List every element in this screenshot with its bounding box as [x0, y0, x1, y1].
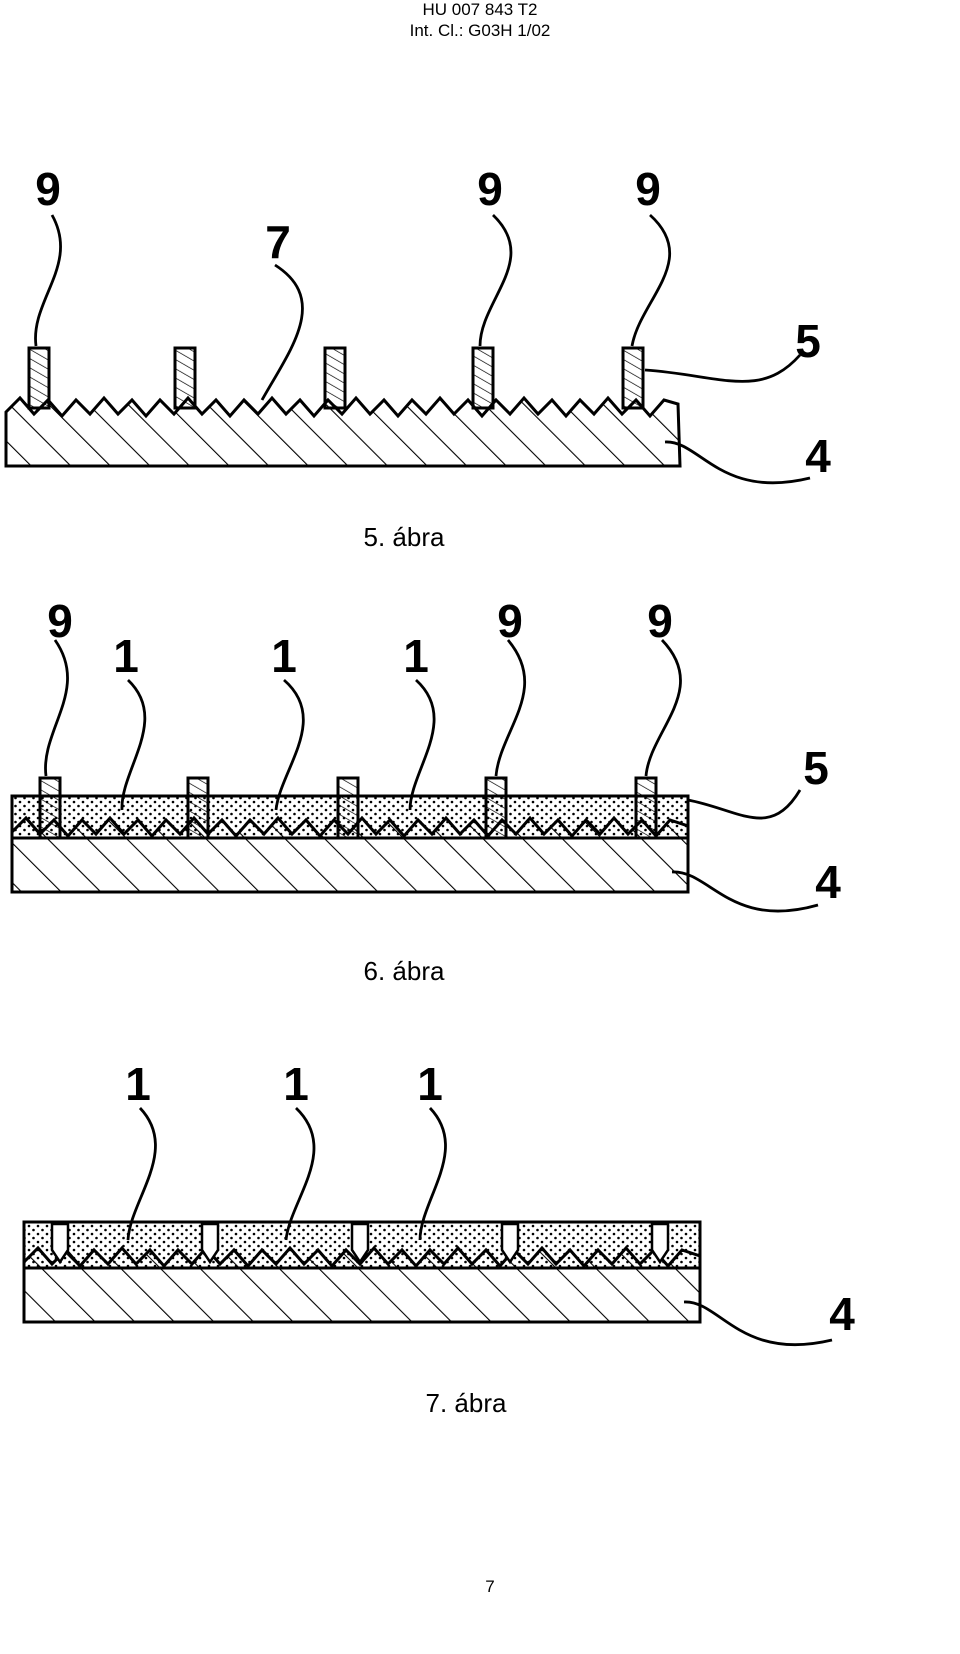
leader-line: [494, 639, 527, 777]
leader-line: [284, 1106, 316, 1241]
label-9: 9: [497, 595, 523, 647]
leader-line: [120, 678, 147, 811]
void: [200, 1222, 220, 1265]
pin: [471, 346, 495, 410]
label-7: 7: [265, 216, 291, 268]
label-1: 1: [271, 630, 297, 682]
figure-7: 1 1 1 4 7. ábra: [22, 1058, 855, 1418]
pin: [634, 776, 658, 840]
pin: [323, 346, 347, 410]
pin: [173, 346, 197, 410]
substrate-4: [4, 395, 682, 468]
leader-line: [687, 789, 802, 820]
leader-line: [683, 1300, 833, 1347]
page-number: 7: [485, 1577, 494, 1596]
void: [350, 1222, 370, 1265]
document-number: HU 007 843 T2: [422, 0, 538, 19]
pin: [27, 346, 51, 410]
leader-line: [44, 639, 69, 777]
label-5: 5: [803, 742, 829, 794]
label-9: 9: [635, 163, 661, 215]
substrate-4: [10, 815, 690, 894]
substrate-4: [22, 1245, 702, 1324]
label-9: 9: [477, 163, 503, 215]
label-4: 4: [829, 1288, 855, 1340]
void: [500, 1222, 520, 1265]
label-9: 9: [47, 595, 73, 647]
pin: [186, 776, 210, 840]
void: [50, 1222, 70, 1265]
leader-line: [644, 354, 802, 383]
pin: [621, 346, 645, 410]
label-4: 4: [805, 430, 831, 482]
figure-caption: 5. ábra: [364, 522, 445, 552]
leader-line: [664, 440, 811, 485]
figure-caption: 6. ábra: [364, 956, 445, 986]
pin: [336, 776, 360, 840]
figure-caption: 7. ábra: [426, 1388, 507, 1418]
pin: [38, 776, 62, 840]
leader-line: [34, 214, 62, 347]
classification-code: Int. Cl.: G03H 1/02: [409, 21, 551, 40]
leader-line: [644, 639, 682, 777]
leader-line: [126, 1107, 157, 1241]
label-1: 1: [403, 630, 429, 682]
label-1: 1: [125, 1058, 151, 1110]
label-9: 9: [35, 163, 61, 215]
leader-line: [260, 263, 304, 401]
label-9: 9: [647, 595, 673, 647]
leader-line: [418, 1107, 447, 1241]
leader-line: [630, 213, 672, 347]
label-5: 5: [795, 315, 821, 367]
figure-5: 9 7 9 9 5 4 5. ábra: [4, 163, 831, 552]
figure-6: 9 1 1 1 9 9 5 4 6. ábra: [10, 595, 841, 986]
pin: [484, 776, 508, 840]
label-4: 4: [815, 856, 841, 908]
leader-line: [274, 678, 305, 811]
leader-line: [408, 678, 436, 811]
label-1: 1: [417, 1058, 443, 1110]
leader-line: [478, 213, 513, 347]
leader-line: [671, 870, 819, 913]
label-1: 1: [283, 1058, 309, 1110]
void: [650, 1222, 670, 1265]
label-1: 1: [113, 630, 139, 682]
